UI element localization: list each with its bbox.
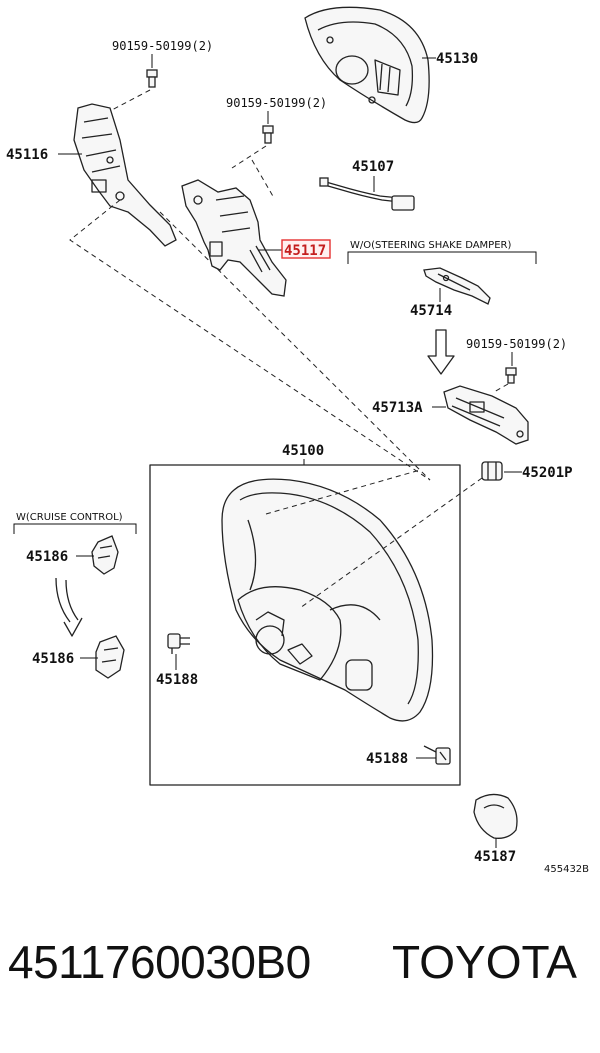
footer-brand: TOYOTA (392, 936, 577, 988)
steering-nut[interactable] (481, 461, 503, 481)
arrow-curve-icon (55, 577, 83, 637)
footer: 4511760030B0 TOYOTA (0, 935, 600, 1015)
callout-wheel: 45100 (282, 443, 324, 459)
callout-nut: 45201P (522, 465, 573, 481)
callout-cover: 45130 (436, 51, 478, 67)
screw-right[interactable] (423, 745, 451, 765)
wire-harness[interactable] (319, 177, 415, 211)
damper-bracket[interactable] (423, 267, 491, 305)
callout-screw-left: 45188 (156, 672, 198, 688)
drawing-number: 455432B (544, 864, 589, 875)
callout-bolt-top-mid: 90159-50199(2) (226, 96, 327, 110)
callout-bracket: 45714 (410, 303, 452, 319)
steering-shake-damper[interactable] (443, 385, 529, 445)
callout-cap: 45187 (474, 849, 516, 865)
callout-bolt-right: 90159-50199(2) (466, 337, 567, 351)
bolt-right[interactable] (505, 367, 517, 384)
bolt-top-mid[interactable] (262, 125, 274, 144)
highlight-box (281, 239, 331, 259)
callout-bolt-top-left: 90159-50199(2) (112, 39, 213, 53)
wheel-assembly-frame (149, 464, 461, 786)
cruise-switch-bottom[interactable] (95, 635, 125, 679)
paddle-shift-right[interactable] (181, 179, 287, 297)
paddle-shift-left[interactable] (73, 103, 177, 247)
arrow-down-icon (427, 329, 455, 375)
callout-shift-right: 45117 (284, 243, 326, 259)
callout-cruise-bottom: 45186 (32, 651, 74, 667)
callout-wire: 45107 (352, 159, 394, 175)
parts-diagram: 45130 90159-50199(2) 90159-50199(2) 4511… (6, 6, 589, 875)
callout-damper: 45713A (372, 400, 423, 416)
bolt-top-left[interactable] (146, 69, 158, 88)
steering-wheel[interactable] (221, 469, 434, 722)
callout-shift-left: 45116 (6, 147, 48, 163)
horn-pad-cover[interactable] (304, 6, 430, 124)
callout-screw-right: 45188 (366, 751, 408, 767)
cruise-switch-top[interactable] (91, 535, 119, 575)
note-cruise-control: W(CRUISE CONTROL) (16, 512, 123, 523)
cover-cap[interactable] (473, 793, 518, 839)
note-steering-damper: W/O(STEERING SHAKE DAMPER) (350, 240, 511, 251)
callout-cruise-top: 45186 (26, 549, 68, 565)
screw-left[interactable] (167, 633, 190, 654)
footer-part-number: 4511760030B0 (8, 936, 311, 988)
